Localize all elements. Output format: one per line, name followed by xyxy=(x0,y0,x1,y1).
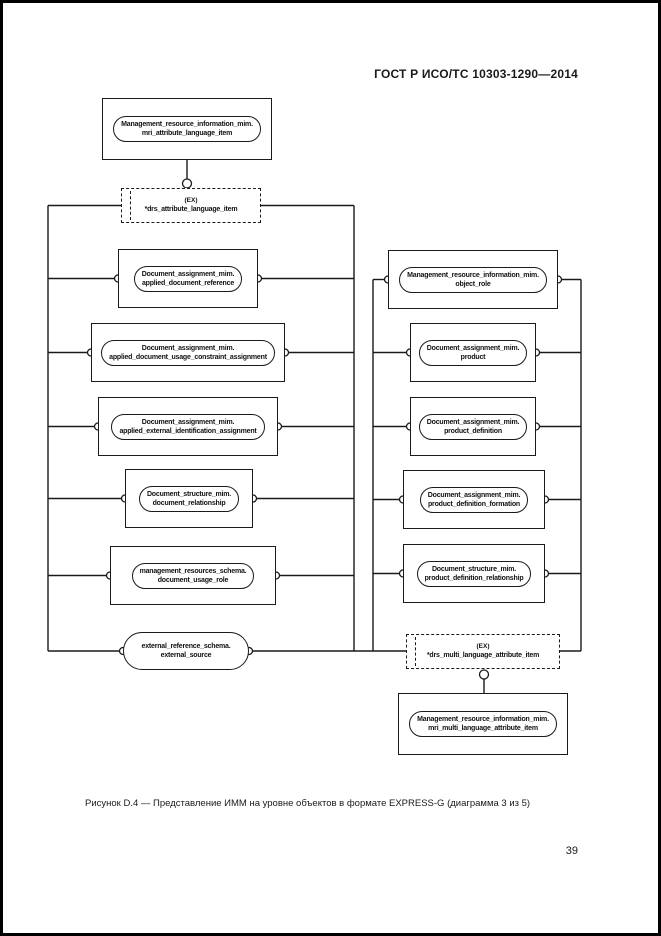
entity-type-name: mri_attribute_language_item xyxy=(141,130,233,137)
standard-header: ГОСТ Р ИСО/ТС 10303-1290—2014 xyxy=(374,67,578,81)
type-oval: management_resources_schema. document_us… xyxy=(131,562,255,589)
ex-label: *drs_attribute_language_item xyxy=(144,206,238,213)
entity-schema-name: Management_resource_information_mim. xyxy=(121,121,253,128)
figure-caption: Рисунок D.4 — Представление ИММ на уровн… xyxy=(85,798,531,809)
entity-schema-name: Document_structure_mim. xyxy=(431,565,517,573)
entity-schema-name: Management_resource_information_mim. xyxy=(407,271,539,279)
ex-tag: (EX) xyxy=(476,643,490,650)
express-g-diagram: Management_resource_information_mim. mri… xyxy=(3,3,658,933)
entity-type-name: product_definition xyxy=(444,427,502,435)
type-oval: Document_assignment_mim. product_definit… xyxy=(419,486,529,513)
entity-applied-external-identification-assignment: Document_assignment_mim. applied_externa… xyxy=(98,397,278,456)
entity-applied-document-usage-constraint-assignment: Document_assignment_mim. applied_documen… xyxy=(91,323,285,382)
type-oval: Management_resource_information_mim. obj… xyxy=(399,266,547,293)
entity-schema-name: management_resources_schema. xyxy=(139,567,247,575)
entity-type-name: product_definition_relationship xyxy=(424,574,524,582)
external-ref-attribute-language-item: (EX) *drs_attribute_language_item xyxy=(121,188,261,223)
entity-schema-name: Document_assignment_mim. xyxy=(426,344,520,352)
entity-mri-multi-language-attribute-item: Management_resource_information_mim. mri… xyxy=(398,693,568,755)
entity-type-name: applied_document_reference xyxy=(141,279,235,287)
entity-schema-name: Document_assignment_mim. xyxy=(141,418,235,426)
entity-product-definition-formation: Document_assignment_mim. product_definit… xyxy=(403,470,545,529)
type-oval: Document_assignment_mim. applied_documen… xyxy=(133,265,243,292)
entity-schema-name: external_reference_schema. xyxy=(141,643,231,650)
entity-product-definition: Document_assignment_mim. product_definit… xyxy=(410,397,536,456)
entity-document-relationship: Document_structure_mim. document_relatio… xyxy=(125,469,253,528)
ex-label: *drs_multi_language_attribute_item xyxy=(426,652,540,659)
entity-schema-name: Document_assignment_mim. xyxy=(426,418,520,426)
entity-schema-name: Document_assignment_mim. xyxy=(141,344,235,352)
page-ref-divider xyxy=(130,191,131,220)
entity-document-usage-role: management_resources_schema. document_us… xyxy=(110,546,276,605)
entity-object-role: Management_resource_information_mim. obj… xyxy=(388,250,558,309)
entity-type-name: object_role xyxy=(455,280,491,288)
type-oval: Document_assignment_mim. applied_documen… xyxy=(101,339,275,366)
type-oval: Document_structure_mim. document_relatio… xyxy=(138,485,240,512)
type-oval: Management_resource_information_mim. mri… xyxy=(409,711,557,737)
ex-tag: (EX) xyxy=(184,197,198,204)
type-oval: Document_structure_mim. product_definiti… xyxy=(416,560,532,587)
external-ref-multi-language-attribute-item: (EX) *drs_multi_language_attribute_item xyxy=(406,634,560,669)
entity-schema-name: Document_assignment_mim. xyxy=(427,491,521,499)
entity-product-definition-relationship: Document_structure_mim. product_definiti… xyxy=(403,544,545,603)
entity-type-name: mri_multi_language_attribute_item xyxy=(428,725,538,732)
entity-schema-name: Document_assignment_mim. xyxy=(141,270,235,278)
entity-schema-name: Document_structure_mim. xyxy=(146,490,232,498)
entity-schema-name: Management_resource_information_mim. xyxy=(417,716,549,723)
type-oval: Document_assignment_mim. applied_externa… xyxy=(111,413,265,440)
entity-mri-attribute-language-item: Management_resource_information_mim. mri… xyxy=(102,98,272,160)
type-oval: Management_resource_information_mim. mri… xyxy=(113,116,261,142)
entity-product: Document_assignment_mim. product xyxy=(410,323,536,382)
page-ref-divider xyxy=(415,637,416,666)
entity-external-source: external_reference_schema. external_sour… xyxy=(123,632,249,670)
entity-type-name: applied_external_identification_assignme… xyxy=(119,427,257,435)
entity-type-name: external_source xyxy=(160,652,212,659)
entity-type-name: document_usage_role xyxy=(157,576,229,584)
entity-type-name: product xyxy=(460,353,486,361)
entity-type-name: applied_document_usage_constraint_assign… xyxy=(109,353,267,361)
entity-type-name: document_relationship xyxy=(152,499,226,507)
page-number: 39 xyxy=(565,845,578,857)
entity-applied-document-reference: Document_assignment_mim. applied_documen… xyxy=(118,249,258,308)
entity-type-name: product_definition_formation xyxy=(427,500,520,508)
type-oval: Document_assignment_mim. product xyxy=(418,339,528,366)
type-oval: Document_assignment_mim. product_definit… xyxy=(418,413,528,440)
